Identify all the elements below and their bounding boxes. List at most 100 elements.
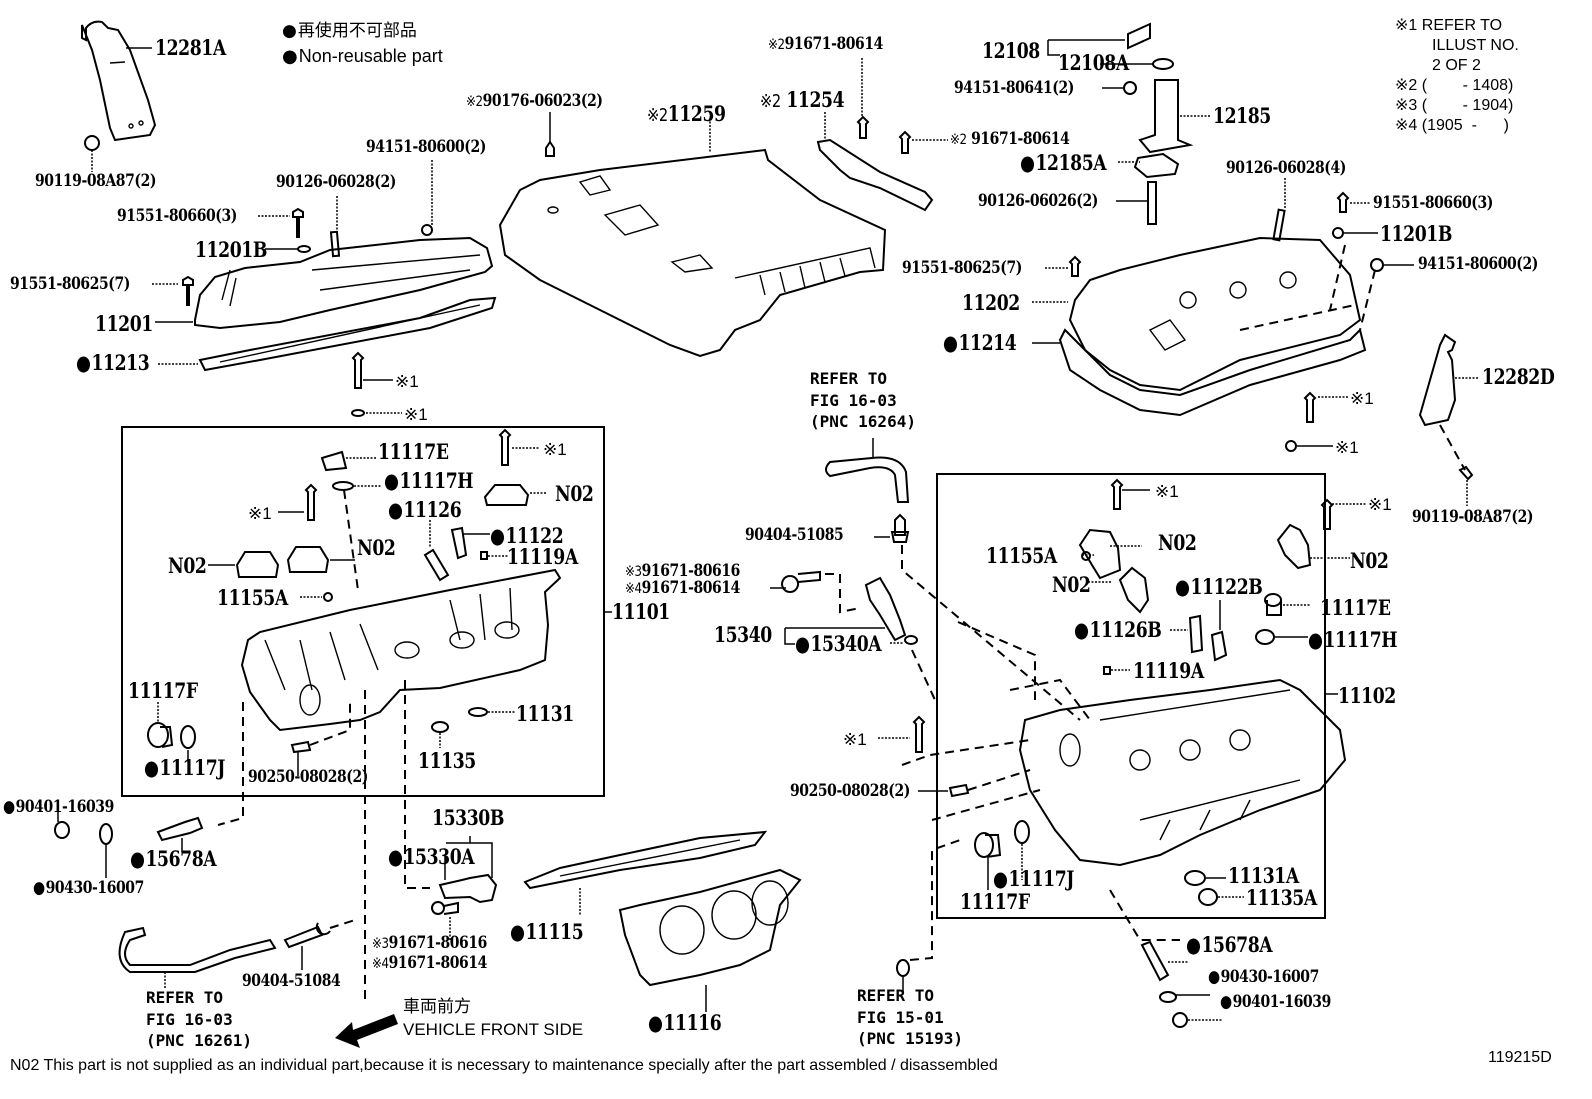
part-label-12185[interactable]: 12185 [1213, 103, 1271, 128]
part-label-15678A-right[interactable]: 15678A [1186, 934, 1272, 956]
part-label-90401-16039-right[interactable]: 90401-16039 [1220, 994, 1332, 1011]
ref-note-1: ※1 [1155, 482, 1179, 501]
bracket-11254 [816, 138, 934, 212]
part-label-12108A[interactable]: 12108A [1058, 50, 1129, 75]
part-label-11213[interactable]: 11213 [76, 352, 149, 374]
part-label-11101[interactable]: 11101 [612, 599, 670, 624]
part-label-n02[interactable]: N02 [1350, 548, 1389, 573]
part-label-11119A-right[interactable]: 11119A [1133, 658, 1204, 683]
part-label-91671-80616-a[interactable]: ※391671-80616 [625, 561, 740, 581]
part-label-11202[interactable]: 11202 [962, 290, 1020, 315]
part-label-15678A-left[interactable]: 15678A [130, 848, 216, 870]
part-label-11135[interactable]: 11135 [418, 748, 476, 773]
part-label-11214[interactable]: 11214 [943, 332, 1016, 354]
part-label-n02[interactable]: N02 [1052, 572, 1091, 597]
part-label-11201B-right[interactable]: 11201B [1380, 221, 1453, 246]
part-label-90404-51084[interactable]: 90404-51084 [242, 971, 341, 991]
part-label-11117H-right[interactable]: 11117H [1308, 629, 1397, 651]
vehicle-front-en: VEHICLE FRONT SIDE [403, 1020, 584, 1039]
part-label-n02[interactable]: N02 [357, 535, 396, 560]
part-label-11155A-left[interactable]: 11155A [217, 585, 288, 610]
part-label-11117F-right[interactable]: 11117F [960, 889, 1030, 914]
part-label-n02[interactable]: N02 [1158, 530, 1197, 555]
refer-fig-16-03-pnc-16264[interactable]: REFER TO FIG 16-03 (PNC 16264) [810, 369, 916, 432]
part-label-11122[interactable]: 11122 [490, 525, 563, 547]
part-label-11117J-left[interactable]: 11117J [144, 757, 225, 779]
part-label-91551-80625-left[interactable]: 91551-80625(7) [10, 274, 130, 294]
part-label-15340A[interactable]: 15340A [795, 633, 881, 655]
part-label-90126-06028-left[interactable]: 90126-06028(2) [276, 172, 396, 192]
part-label-91551-80660-right[interactable]: 91551-80660(3) [1373, 193, 1493, 213]
part-label-11131A[interactable]: 11131A [1228, 863, 1299, 888]
head-gasket-11115 [523, 830, 768, 890]
cam-cap-n02 [1276, 523, 1312, 570]
part-label-11117J-right[interactable]: 11117J [993, 868, 1074, 890]
part-label-90126-06026[interactable]: 90126-06026(2) [978, 191, 1098, 211]
part-label-11135A[interactable]: 11135A [1246, 885, 1317, 910]
part-label-91551-80625-right[interactable]: 91551-80625(7) [902, 258, 1022, 278]
part-label-11119A-left[interactable]: 11119A [507, 544, 578, 569]
cam-cap-n02 [483, 484, 530, 506]
part-label-11117E-left[interactable]: 11117E [378, 439, 449, 464]
illustration-id: 119215D [1488, 1049, 1552, 1066]
part-label-n02[interactable]: N02 [555, 481, 594, 506]
note-3: ※3 ( - 1904) [1395, 97, 1514, 114]
ref-note-1: ※1 [1335, 438, 1359, 457]
part-label-11117E-right[interactable]: 11117E [1320, 595, 1391, 620]
part-label-90176-06023[interactable]: ※290176-06023(2) [466, 91, 603, 111]
valve-cover-11202 [1068, 236, 1362, 392]
cam-cap-n02 [286, 546, 330, 573]
note-1-line2: ILLUST NO. [1432, 37, 1519, 54]
part-label-11126[interactable]: 11126 [388, 499, 461, 521]
part-label-15340[interactable]: 15340 [714, 622, 772, 647]
part-label-11116[interactable]: 11116 [648, 1012, 721, 1034]
part-label-90126-06028-right[interactable]: 90126-06028(4) [1226, 158, 1346, 178]
part-label-12281A[interactable]: 12281A [155, 35, 226, 60]
part-label-94151-80600-right[interactable]: 94151-80600(2) [1418, 254, 1538, 274]
cylinder-head-11102 [1018, 678, 1347, 867]
part-label-94151-80600-left[interactable]: 94151-80600(2) [366, 137, 486, 157]
part-label-91671-80614-b[interactable]: ※491671-80614 [372, 953, 487, 973]
ref-note-1: ※1 [543, 440, 567, 459]
part-label-90430-16007-left[interactable]: 90430-16007 [33, 880, 145, 897]
part-label-11201B-left[interactable]: 11201B [195, 237, 268, 262]
part-label-91551-80660-left[interactable]: 91551-80660(3) [117, 206, 237, 226]
hose-refer-16261 [118, 926, 277, 973]
refer-fig-15-01-pnc-15193[interactable]: REFER TO FIG 15-01 (PNC 15193) [857, 986, 963, 1049]
part-label-n02[interactable]: N02 [168, 553, 207, 578]
part-label-11117F-left[interactable]: 11117F [128, 678, 198, 703]
part-label-11122B[interactable]: 11122B [1175, 576, 1262, 598]
part-label-11117H-left[interactable]: 11117H [384, 470, 473, 492]
head-gasket-11116 [618, 868, 802, 987]
part-label-11201[interactable]: 11201 [95, 311, 153, 336]
part-label-11155A-right[interactable]: 11155A [986, 543, 1057, 568]
part-label-91671-80614-a[interactable]: ※491671-80614 [625, 578, 740, 598]
part-label-11131[interactable]: 11131 [516, 701, 574, 726]
part-label-90430-16007-right[interactable]: 90430-16007 [1208, 969, 1320, 986]
part-label-12282D[interactable]: 12282D [1482, 364, 1555, 389]
part-label-11102[interactable]: 11102 [1338, 683, 1396, 708]
part-label-15330B[interactable]: 15330B [432, 805, 505, 830]
footnote-n02: N02 This part is not supplied as an indi… [10, 1057, 998, 1074]
part-label-90250-08028-left[interactable]: 90250-08028(2) [248, 767, 368, 787]
part-label-90119-08A87-right[interactable]: 90119-08A87(2) [1412, 507, 1534, 527]
part-label-90119-08A87-left[interactable]: 90119-08A87(2) [35, 171, 157, 191]
part-label-11254[interactable]: ※2 11254 [760, 87, 845, 112]
plug-11117F-r [974, 832, 1002, 858]
part-label-94151-80641[interactable]: 94151-80641(2) [954, 78, 1074, 98]
part-label-15330A[interactable]: 15330A [388, 846, 474, 868]
part-label-90250-08028-right[interactable]: 90250-08028(2) [790, 781, 910, 801]
union-bolt-15678A [156, 816, 204, 842]
part-label-12185A[interactable]: 12185A [1020, 152, 1106, 174]
part-label-12108[interactable]: 12108 [982, 38, 1040, 63]
refer-fig-16-03-pnc-16261[interactable]: REFER TO FIG 16-03 (PNC 16261) [146, 988, 252, 1051]
part-label-90404-51085[interactable]: 90404-51085 [745, 525, 844, 545]
part-label-11259[interactable]: ※211259 [647, 101, 726, 126]
part-label-90401-16039-left[interactable]: 90401-16039 [3, 799, 115, 816]
part-label-11126B[interactable]: 11126B [1074, 619, 1161, 641]
legend-non-reusable-en: Non-reusable part [282, 45, 443, 69]
part-label-91671-80614-mid[interactable]: ※2 91671-80614 [950, 129, 1070, 149]
part-label-91671-80616-b[interactable]: ※391671-80616 [372, 933, 487, 953]
part-label-91671-80614-top[interactable]: ※291671-80614 [768, 34, 883, 54]
part-label-11115[interactable]: 11115 [510, 921, 583, 943]
